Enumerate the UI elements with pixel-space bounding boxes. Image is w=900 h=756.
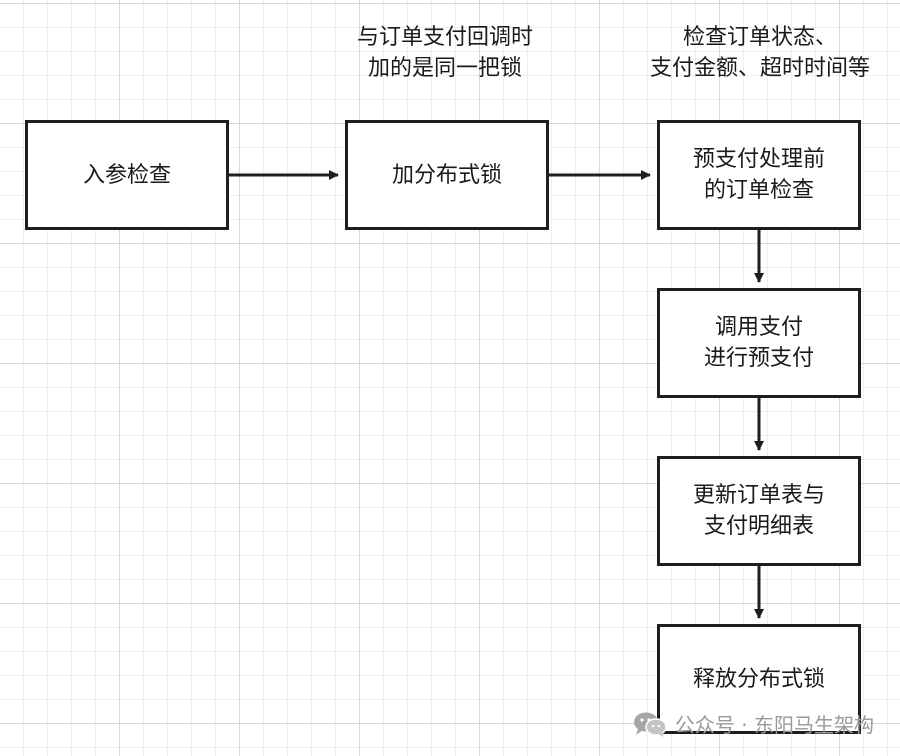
call-payment-box: 调用支付 进行预支付 [657,288,861,398]
check-note: 检查订单状态、 支付金额、超时时间等 [649,25,870,81]
order-check-box: 预支付处理前 的订单检查 [657,120,861,230]
watermark: 公众号 · 东阳马生架构 [633,709,874,738]
update-tables-box: 更新订单表与 支付明细表 [657,456,861,566]
release-lock-box: 释放分布式锁 [657,624,861,734]
watermark-text: 公众号 · 东阳马生架构 [674,713,874,737]
add-lock-box: 加分布式锁 [345,120,549,230]
wechat-icon [633,712,667,737]
lock-note: 与订单支付回调时 加的是同一把锁 [356,25,533,81]
param-check-box: 入参检查 [25,120,229,230]
